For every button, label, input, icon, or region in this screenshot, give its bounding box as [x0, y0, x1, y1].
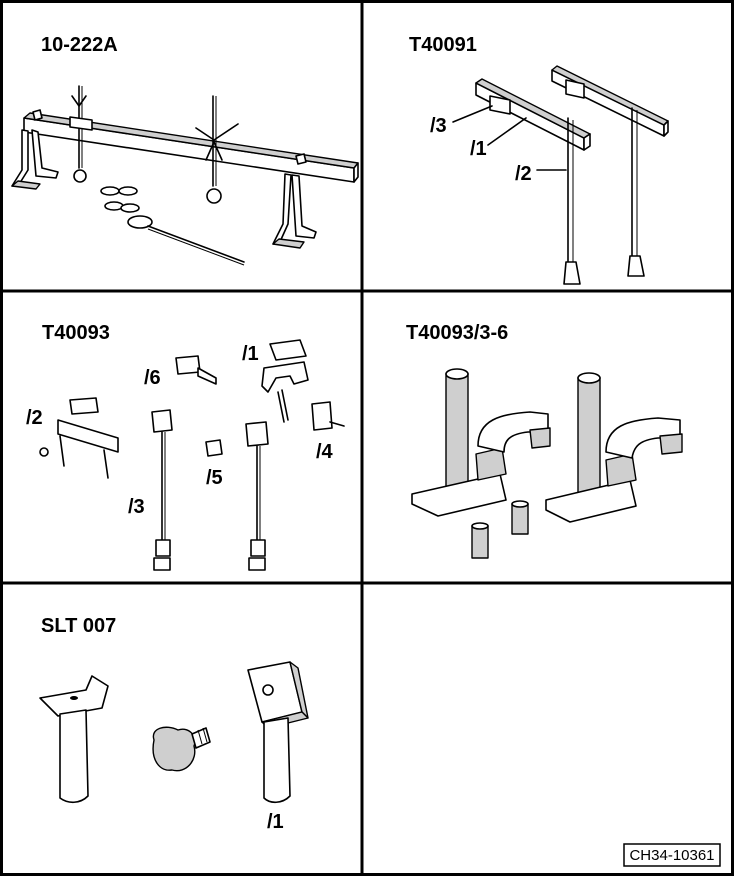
engine-support-bridge-illustration [11, 85, 359, 266]
slt-007-adapters-illustration [39, 661, 309, 804]
panel-title-t40093: T40093 [42, 322, 110, 344]
panel-slt-007: SLT 007 /1 [39, 615, 309, 833]
support-feet-illustration [411, 368, 683, 559]
label-slt-007-1: /1 [267, 811, 284, 833]
label-t40093-1: /1 [242, 343, 259, 365]
label-t40091-2: /2 [515, 163, 532, 185]
panel-t40091: T40091 /3 /1 [409, 34, 669, 285]
label-t40091-1: /1 [470, 138, 487, 160]
panel-t40093-3-6: T40093/3-6 [406, 322, 683, 559]
label-t40093-4: /4 [316, 441, 334, 463]
panel-title-slt-007: SLT 007 [41, 615, 116, 637]
figure-code-box: CH34-10361 [623, 843, 721, 867]
label-t40093-3: /3 [128, 496, 145, 518]
label-t40091-3: /3 [430, 115, 447, 137]
label-t40093-5: /5 [206, 467, 223, 489]
label-t40093-6: /6 [144, 367, 161, 389]
adapter-set-illustration [39, 339, 345, 571]
support-rails-illustration [452, 65, 669, 285]
label-t40093-2: /2 [26, 407, 43, 429]
panel-10-222a: 10-222A [11, 34, 359, 266]
panel-title-t40091: T40091 [409, 34, 477, 56]
panel-title-10-222a: 10-222A [41, 34, 118, 56]
figure-code: CH34-10361 [629, 847, 714, 864]
panel-title-t40093-3-6: T40093/3-6 [406, 322, 508, 344]
panel-t40093: T40093 [26, 322, 345, 571]
